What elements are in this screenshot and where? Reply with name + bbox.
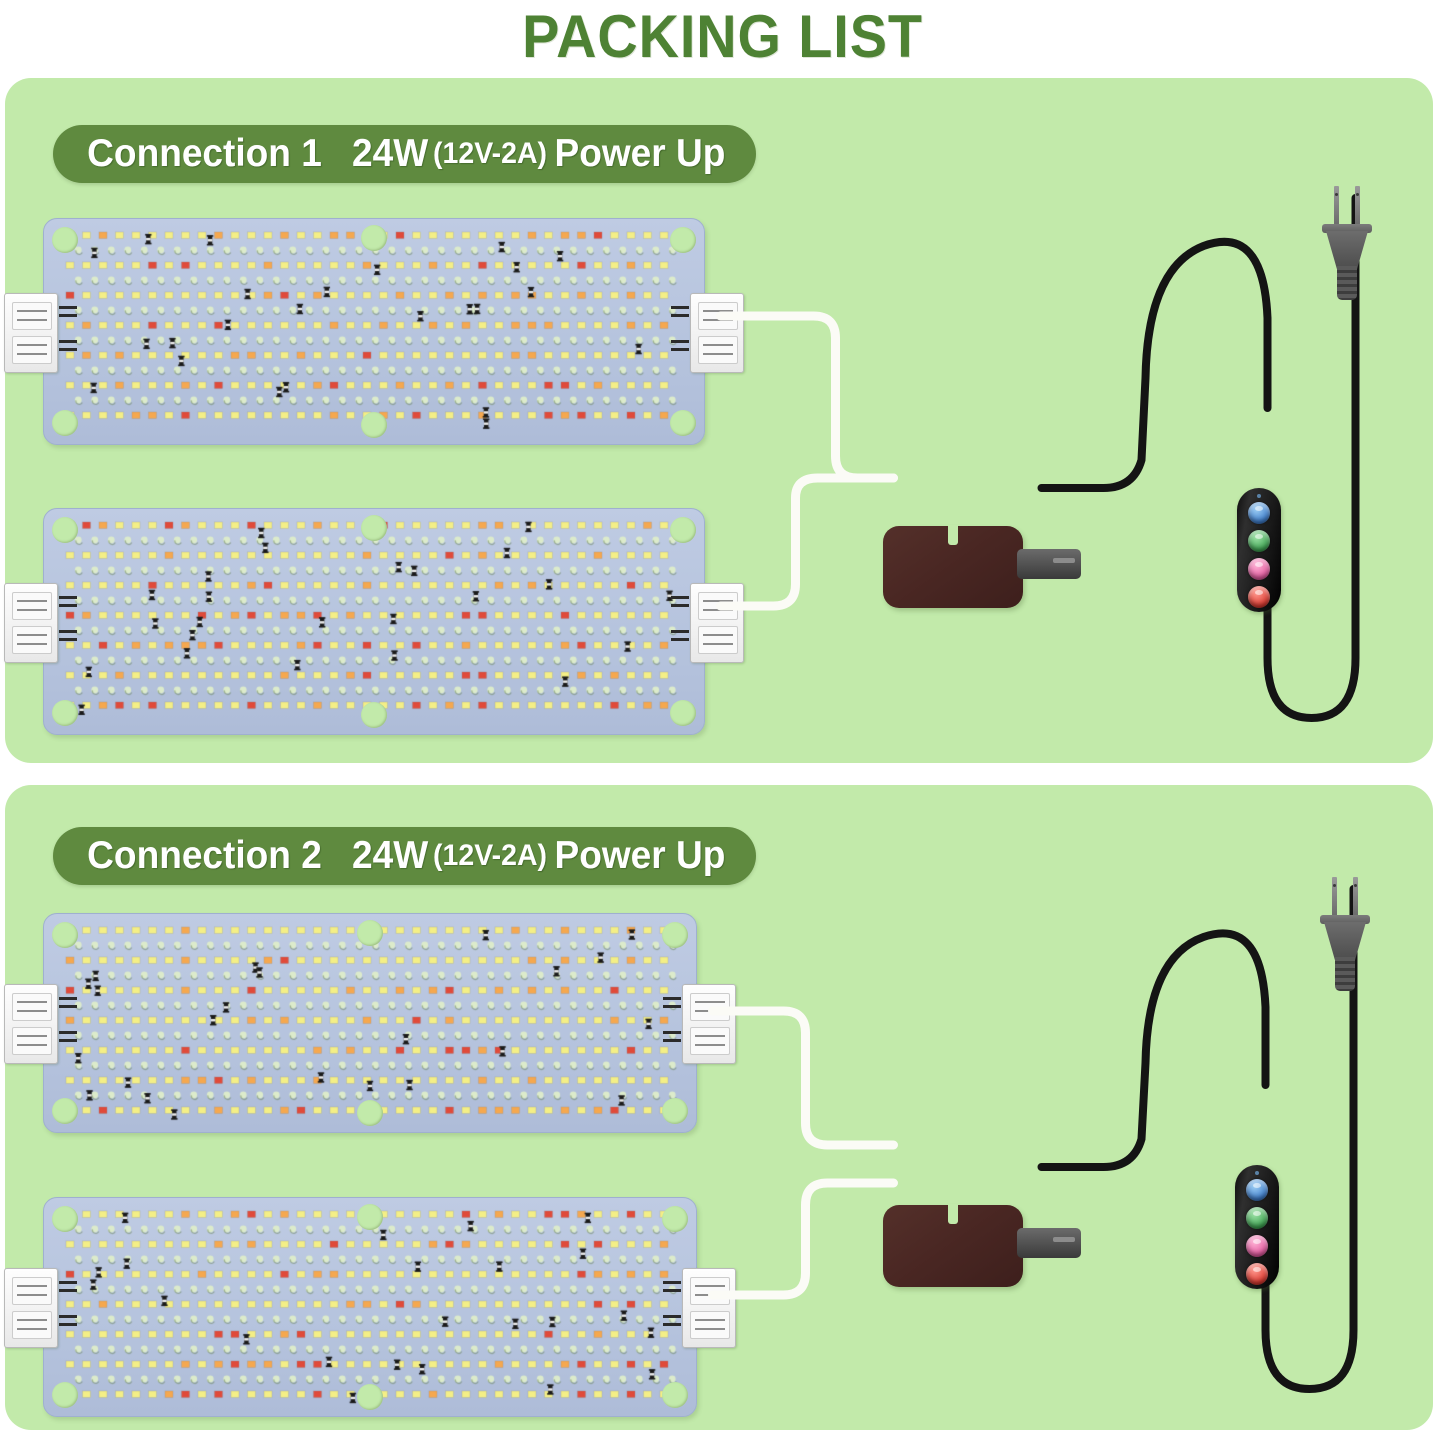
panel-connector-right[interactable] [663, 1268, 736, 1348]
connection-1-label-wattage: 24W [352, 132, 429, 175]
adapter-slot-icon [948, 1204, 958, 1224]
ac-cable-upper [1037, 929, 1270, 1171]
inline-controller[interactable] [1235, 1165, 1279, 1289]
mount-hole-icon [357, 920, 383, 946]
pink-button[interactable] [1248, 558, 1270, 580]
plug-prong-icon [1355, 186, 1360, 226]
inline-controller[interactable] [1237, 488, 1281, 612]
mount-hole-icon [670, 410, 696, 436]
plug-prong-icon [1334, 186, 1339, 226]
dc-cable-top [708, 1006, 898, 1150]
mount-hole-icon [662, 1206, 688, 1232]
connection-2-label-suffix: Power Up [554, 834, 726, 877]
strain-relief [1337, 266, 1357, 300]
panel-connector-right[interactable] [663, 984, 736, 1064]
connection-2-label: Connection 2 24W (12V-2A) Power Up [53, 827, 757, 885]
connection-2-label-prefix: Connection 2 [87, 834, 322, 877]
ac-plug[interactable] [1316, 877, 1374, 997]
mount-hole-icon [670, 517, 696, 543]
blue-button[interactable] [1246, 1179, 1268, 1201]
mount-hole-icon [670, 700, 696, 726]
mount-hole-icon [52, 227, 78, 253]
mount-hole-icon [361, 702, 387, 728]
panel-connector-left[interactable] [4, 984, 77, 1064]
power-adapter[interactable] [883, 1204, 1023, 1287]
led-panel-bottom[interactable] [4, 1197, 736, 1417]
connection-1-label-suffix: Power Up [554, 132, 726, 175]
green-button[interactable] [1246, 1207, 1268, 1229]
indicator-led-icon [1255, 1171, 1259, 1175]
connection-2-card: Connection 2 24W (12V-2A) Power Up [4, 785, 1433, 1430]
mount-hole-icon [52, 922, 78, 948]
mount-hole-icon [662, 1098, 688, 1124]
panel-connector-left[interactable] [4, 292, 77, 373]
led-panel-bottom[interactable] [4, 508, 744, 735]
mount-hole-icon [361, 225, 387, 251]
connection-1-label-prefix: Connection 1 [87, 132, 322, 175]
mount-hole-icon [361, 412, 387, 438]
panel-connector-right[interactable] [671, 292, 744, 373]
plug-prong-icon [1353, 877, 1358, 917]
strain-relief [1335, 957, 1355, 991]
dc-cable-bottom [716, 473, 898, 611]
mount-hole-icon [670, 227, 696, 253]
panel-connector-right[interactable] [671, 582, 744, 663]
dc-cable-bottom [708, 1178, 898, 1300]
pink-button[interactable] [1246, 1235, 1268, 1257]
connection-1-label: Connection 1 24W (12V-2A) Power Up [53, 125, 757, 183]
led-panel-top[interactable] [4, 913, 736, 1133]
panel-connector-left[interactable] [4, 1268, 77, 1348]
mount-hole-icon [357, 1384, 383, 1410]
ac-plug[interactable] [1318, 186, 1376, 306]
plug-prong-icon [1332, 877, 1337, 917]
power-adapter[interactable] [883, 525, 1023, 608]
mount-hole-icon [662, 922, 688, 948]
green-button[interactable] [1248, 530, 1270, 552]
mount-hole-icon [52, 1382, 78, 1408]
red-button[interactable] [1248, 586, 1270, 608]
indicator-led-icon [1257, 494, 1261, 498]
mount-hole-icon [52, 1098, 78, 1124]
mount-hole-icon [52, 517, 78, 543]
red-button[interactable] [1246, 1263, 1268, 1285]
panel-connector-left[interactable] [4, 582, 77, 663]
blue-button[interactable] [1248, 502, 1270, 524]
connection-2-label-spec: (12V-2A) [433, 839, 548, 872]
dc-barrel-plug [1017, 1228, 1081, 1258]
mount-hole-icon [357, 1204, 383, 1230]
page-title: PACKING LIST [522, 2, 923, 70]
connection-1-card: Connection 1 24W (12V-2A) Power Up [4, 78, 1433, 763]
led-panel-top[interactable] [4, 218, 744, 445]
connection-1-label-spec: (12V-2A) [433, 137, 548, 170]
dc-barrel-plug [1017, 549, 1081, 579]
adapter-slot-icon [948, 525, 958, 545]
mount-hole-icon [52, 410, 78, 436]
mount-hole-icon [662, 1382, 688, 1408]
mount-hole-icon [361, 515, 387, 541]
connection-2-label-wattage: 24W [352, 834, 429, 877]
mount-hole-icon [52, 1206, 78, 1232]
dc-cable-top [716, 311, 898, 483]
mount-hole-icon [52, 700, 78, 726]
mount-hole-icon [357, 1100, 383, 1126]
ac-cable-upper [1037, 237, 1272, 492]
